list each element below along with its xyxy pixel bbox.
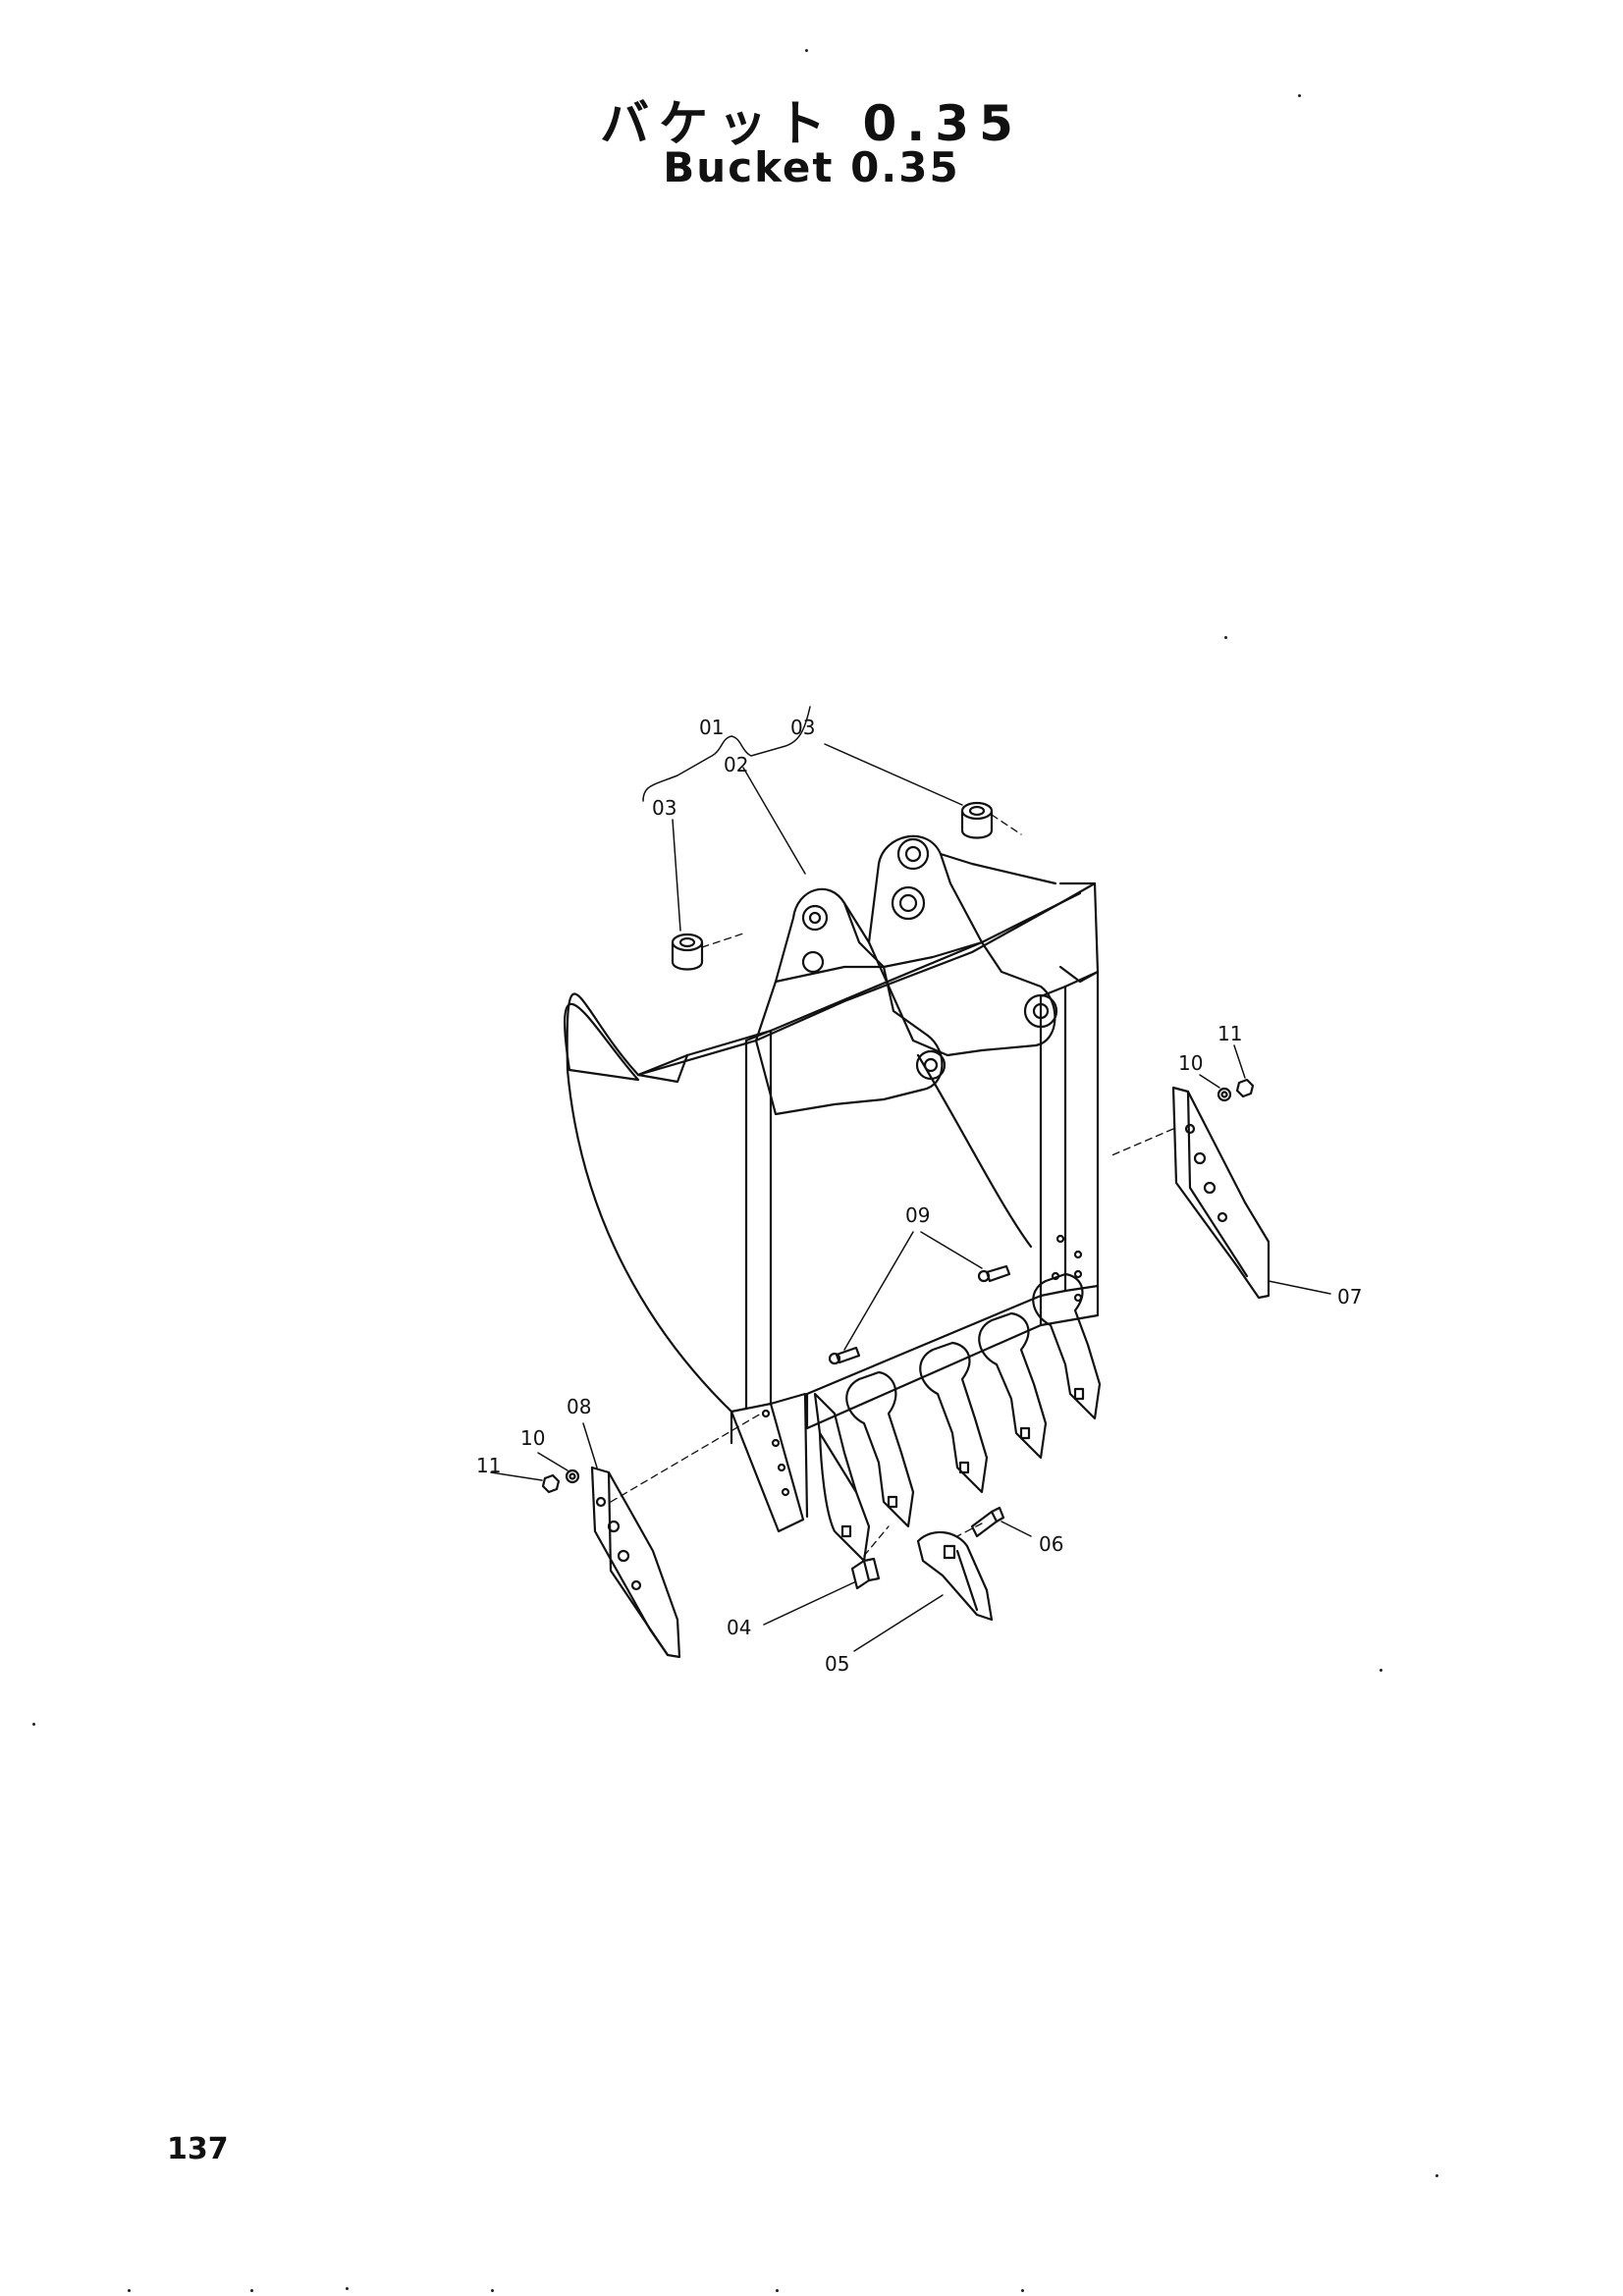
bucket-body bbox=[564, 881, 1100, 1533]
bushing-right bbox=[960, 801, 994, 839]
callout-02: 02 bbox=[724, 753, 748, 776]
page-number: 137 bbox=[167, 2132, 229, 2166]
callout-03-right: 03 bbox=[790, 716, 815, 739]
callout-07: 07 bbox=[1337, 1285, 1362, 1308]
scan-speck bbox=[346, 2287, 349, 2290]
callout-09: 09 bbox=[905, 1203, 930, 1227]
callout-10-left: 10 bbox=[520, 1426, 545, 1450]
callout-06: 06 bbox=[1039, 1532, 1063, 1556]
washer-nut-right bbox=[1217, 1078, 1255, 1102]
callout-10-right: 10 bbox=[1178, 1051, 1203, 1075]
title-english: Bucket 0.35 bbox=[663, 143, 960, 191]
callout-01: 01 bbox=[699, 716, 724, 739]
bolt-09-upper bbox=[977, 1264, 1011, 1283]
assembly-lines bbox=[610, 814, 1174, 1557]
scan-speck bbox=[250, 2289, 253, 2292]
bolt-09-lower bbox=[828, 1346, 861, 1365]
scan-speck bbox=[32, 1723, 35, 1726]
callout-11-left: 11 bbox=[476, 1454, 501, 1477]
scan-speck bbox=[1380, 1669, 1382, 1672]
callout-08: 08 bbox=[567, 1395, 591, 1418]
separate-tooth bbox=[916, 1530, 994, 1622]
callout-labels: 01 02 03 03 04 05 06 07 08 09 10 11 10 1… bbox=[476, 716, 1362, 1676]
scan-speck bbox=[1021, 2289, 1024, 2292]
scan-speck bbox=[776, 2289, 779, 2292]
callout-03-left: 03 bbox=[652, 796, 676, 820]
leader-lines bbox=[490, 706, 1331, 1652]
scan-speck bbox=[805, 49, 808, 52]
pin-04 bbox=[850, 1557, 881, 1590]
scan-speck bbox=[1435, 2174, 1438, 2177]
scan-speck bbox=[491, 2289, 494, 2292]
pin-06 bbox=[970, 1506, 1005, 1538]
bushing-left bbox=[671, 933, 704, 971]
scan-speck bbox=[1298, 94, 1301, 97]
side-cutter-right bbox=[1171, 1086, 1271, 1300]
callout-11-right: 11 bbox=[1217, 1022, 1242, 1045]
side-cutter-left bbox=[590, 1466, 681, 1659]
link-brackets bbox=[754, 834, 1058, 1116]
callout-05: 05 bbox=[825, 1652, 849, 1676]
callout-04: 04 bbox=[727, 1616, 751, 1639]
washer-nut-left bbox=[541, 1468, 580, 1494]
title-japanese: バケット 0.35 bbox=[600, 95, 1023, 152]
bucket-teeth bbox=[813, 1272, 1102, 1563]
scan-speck bbox=[128, 2289, 131, 2292]
scan-speck bbox=[1224, 636, 1227, 639]
